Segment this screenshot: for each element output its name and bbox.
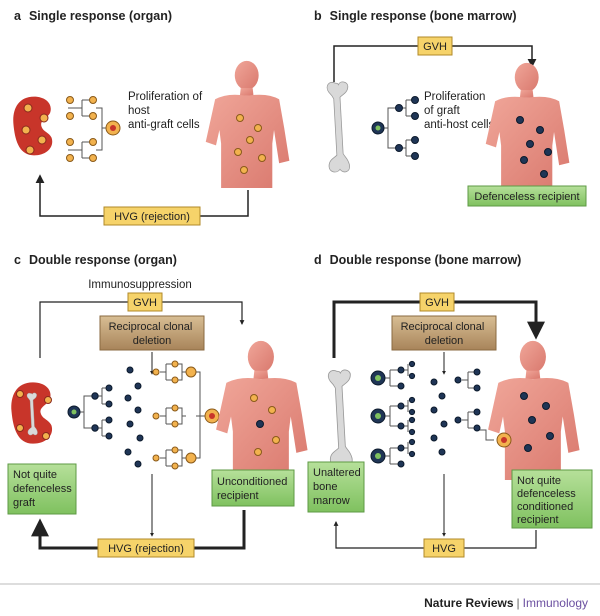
reciprocal-deletion-box [391, 315, 497, 351]
deleted-cells [124, 366, 144, 468]
gvh-label-box [419, 292, 455, 312]
host-cells [66, 96, 121, 162]
hvg-label: HVG [432, 543, 456, 555]
publisher-name: Nature Reviews [424, 596, 514, 610]
unconditioned-recipient-box [211, 469, 295, 507]
graft-cells [371, 96, 419, 160]
gvh-label: GVH [425, 297, 449, 309]
hvg-label: HVG (rejection) [114, 211, 190, 223]
body-lesions [516, 116, 552, 178]
immunosuppression-label: Immunosuppression [88, 279, 192, 291]
panel-d-title: Double response (bone marrow) [330, 253, 522, 267]
hvg-label-box [103, 206, 201, 226]
panel-b: b Single response (bone marrow) GVH Proli… [314, 9, 587, 207]
conditioned-recipient-label: Not quite defenceless conditioned recipi… [517, 475, 579, 526]
conditioned-recipient-box [511, 469, 593, 529]
reciprocal-deletion-label: Reciprocal clonal deletion [401, 321, 488, 347]
panel-d-letter: d [314, 253, 322, 267]
host-cells [454, 368, 481, 432]
hvg-label-box [423, 538, 465, 558]
gvh-label: GVH [423, 41, 447, 53]
hvg-label: HVG (rejection) [108, 543, 184, 555]
panel-b-title: Single response (bone marrow) [330, 9, 517, 23]
body-lesions [250, 394, 280, 456]
deleted-cells [430, 378, 448, 456]
panel-c-title: Double response (organ) [29, 253, 177, 267]
gvh-label-box [417, 36, 453, 56]
defenceless-recipient-box [467, 185, 587, 207]
not-quite-defenceless-graft-box [7, 463, 77, 515]
reciprocal-deletion-box [99, 315, 205, 351]
bone-icon [327, 369, 353, 467]
human-body-icon [488, 340, 580, 480]
graft-cell-lineage [384, 364, 409, 465]
host-cell-lineage [160, 363, 206, 467]
panel-c-letter: c [14, 253, 21, 267]
graft-cell-lineage [383, 99, 412, 157]
panel-c: c Double response (organ) Immunosuppressi… [7, 253, 308, 558]
gvh-label-box [127, 292, 163, 312]
graft-cells [370, 360, 416, 468]
host-cells [152, 360, 220, 470]
panel-d: d Double response (bone marrow) GVH Recip… [307, 253, 593, 558]
panel-a-description: Proliferation of host anti-graft cells [128, 91, 205, 131]
panel-b-description: Proliferation of graft anti-host cells [424, 91, 495, 131]
unaltered-bone-marrow-label: Unaltered bone marrow [313, 467, 364, 507]
kidney-lesions [21, 103, 49, 155]
hvg-label-box [97, 538, 195, 558]
journal-credit: Nature Reviews|Immunology [424, 596, 588, 610]
body-lesions [234, 114, 266, 174]
not-quite-defenceless-graft-label: Not quite defenceless graft [13, 469, 75, 509]
body-lesions [496, 392, 554, 452]
graft-cell-lineage [80, 387, 106, 437]
host-cell-lineage [462, 371, 494, 441]
graft-cells [67, 384, 113, 440]
panel-b-letter: b [314, 9, 322, 23]
reciprocal-deletion-label: Reciprocal clonal deletion [109, 321, 196, 347]
host-cell-lineage [68, 99, 106, 159]
kidney-lesions [16, 390, 52, 440]
panel-a-title: Single response (organ) [29, 9, 172, 23]
unaltered-bone-marrow-box [307, 461, 365, 513]
bone-icon [326, 81, 351, 173]
journal-name: Immunology [522, 596, 588, 610]
panel-a: a Single response (organ) Proliferation o… [13, 9, 290, 226]
credit-separator: | [516, 596, 520, 610]
defenceless-recipient-label: Defenceless recipient [474, 191, 579, 203]
gvh-label: GVH [133, 297, 157, 309]
human-body-icon [216, 340, 308, 480]
unconditioned-recipient-label: Unconditioned recipient [217, 476, 290, 502]
panel-a-letter: a [14, 9, 22, 23]
human-body-icon [485, 62, 570, 190]
